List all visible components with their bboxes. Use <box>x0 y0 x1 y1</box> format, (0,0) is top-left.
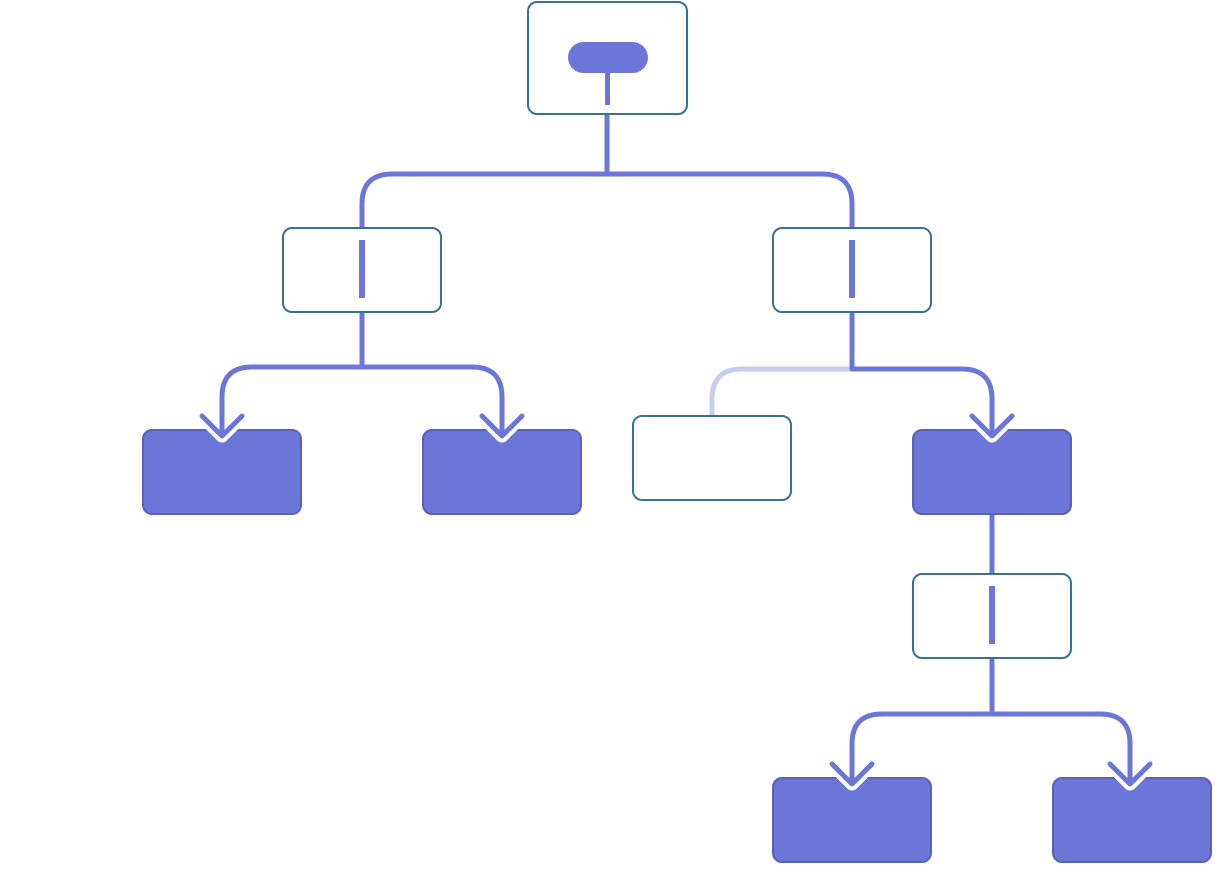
edge-root-to-right-branch <box>604 171 855 301</box>
filled-mid-node <box>912 429 1072 515</box>
chevron-down-icon <box>969 413 1015 439</box>
left-branch-dash <box>359 240 365 298</box>
edge-left-branch-to-leaf-2 <box>359 364 505 439</box>
leaf-node-1 <box>142 429 302 515</box>
subbranch-dash <box>989 586 995 644</box>
root-stem <box>605 73 610 105</box>
leaf-node-3 <box>772 777 932 863</box>
chevron-down-icon <box>199 413 245 439</box>
edge-subbranch-to-leaf-1 <box>849 641 995 787</box>
leaf-node-4 <box>1052 777 1212 863</box>
leaf-node-2 <box>422 429 582 515</box>
faded-outline-node <box>632 415 792 501</box>
chevron-down-icon <box>479 413 525 439</box>
right-branch-dash <box>849 240 855 298</box>
chevron-down-icon <box>829 761 875 787</box>
edge-left-branch-to-leaf-1 <box>219 295 365 439</box>
edge-right-branch-to-filled-node <box>849 295 995 439</box>
chevron-down-icon <box>1107 761 1153 787</box>
arrowheads <box>195 407 1157 791</box>
edge-root-to-left-branch <box>359 71 610 301</box>
edge-right-branch-to-faded-node <box>709 366 855 419</box>
pill-icon <box>568 42 648 73</box>
edge-subbranch-to-leaf-2 <box>989 711 1133 787</box>
